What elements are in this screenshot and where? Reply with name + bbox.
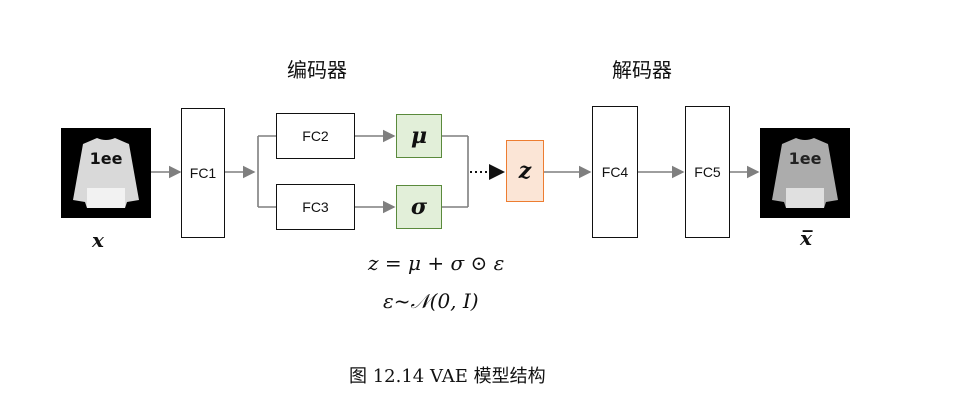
sigma-node: σ	[396, 185, 442, 229]
input-variable-x: x	[92, 228, 104, 252]
fc1-layer: FC1	[181, 108, 225, 238]
mu-node: μ	[396, 114, 442, 158]
z-latent-node: z	[506, 140, 544, 202]
decoder-title: 解码器	[612, 58, 672, 82]
reparameterization-equation: z = μ + σ ⊙ ε	[368, 251, 505, 275]
fc5-layer: FC5	[685, 106, 730, 238]
fc4-layer: FC4	[592, 106, 638, 238]
output-image: 1ee	[760, 128, 850, 218]
svg-text:1ee: 1ee	[789, 149, 822, 168]
encoder-title: 编码器	[287, 58, 347, 82]
output-variable-xbar: x̅	[800, 226, 812, 250]
figure-caption: 图 12.14 VAE 模型结构	[349, 366, 546, 387]
input-image: 1ee	[61, 128, 151, 218]
svg-text:1ee: 1ee	[90, 149, 123, 168]
noise-distribution-equation: ε~𝒩(0, I)	[383, 289, 479, 313]
fc3-layer: FC3	[276, 184, 355, 230]
fc2-layer: FC2	[276, 113, 355, 159]
